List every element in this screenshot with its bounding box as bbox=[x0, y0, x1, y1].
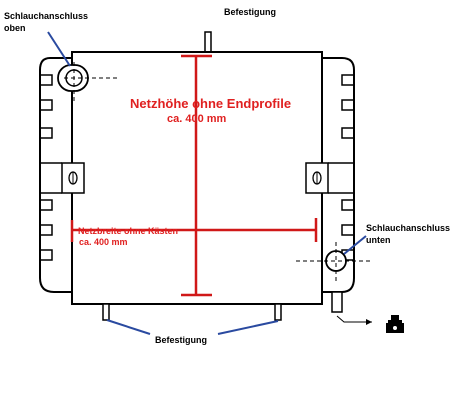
top-hose-leader bbox=[47, 31, 71, 67]
bottom-mount-leader-right bbox=[217, 320, 279, 335]
bottom-hose-leader bbox=[343, 235, 367, 255]
width-dimension bbox=[70, 218, 318, 242]
bottom-mount-pin-left bbox=[102, 303, 110, 321]
drain-pipe bbox=[331, 291, 343, 313]
hose-bottom-label-line2: unten bbox=[366, 235, 391, 245]
mount-bottom-label: Befestigung bbox=[155, 335, 207, 345]
bottom-mount-pin-right bbox=[274, 303, 282, 321]
drain-leader bbox=[336, 315, 372, 323]
drain-plug-icon bbox=[386, 315, 404, 333]
width-label-line2: ca. 400 mm bbox=[79, 237, 128, 247]
hose-top-label-line2: oben bbox=[4, 23, 26, 33]
top-hose-connection bbox=[57, 62, 118, 102]
bottom-hose-connection bbox=[296, 242, 372, 282]
hose-bottom-label-line1: Schlauchanschluss bbox=[366, 223, 450, 233]
height-label-line1: Netzhöhe ohne Endprofile bbox=[130, 96, 291, 111]
right-tank-slots bbox=[341, 74, 354, 261]
width-label-line1: Netzbreite ohne Kästen bbox=[78, 226, 178, 236]
height-dimension bbox=[181, 54, 212, 297]
mount-top-label: Befestigung bbox=[224, 7, 276, 17]
height-label-line2: ca. 400 mm bbox=[167, 113, 227, 125]
right-tank bbox=[322, 57, 355, 293]
left-tank-slots bbox=[40, 74, 53, 261]
hose-top-label-line1: Schlauchanschluss bbox=[4, 11, 88, 21]
bottom-mount-leader-left bbox=[106, 319, 151, 335]
left-tank bbox=[39, 57, 72, 293]
top-mount-pin bbox=[204, 31, 212, 53]
